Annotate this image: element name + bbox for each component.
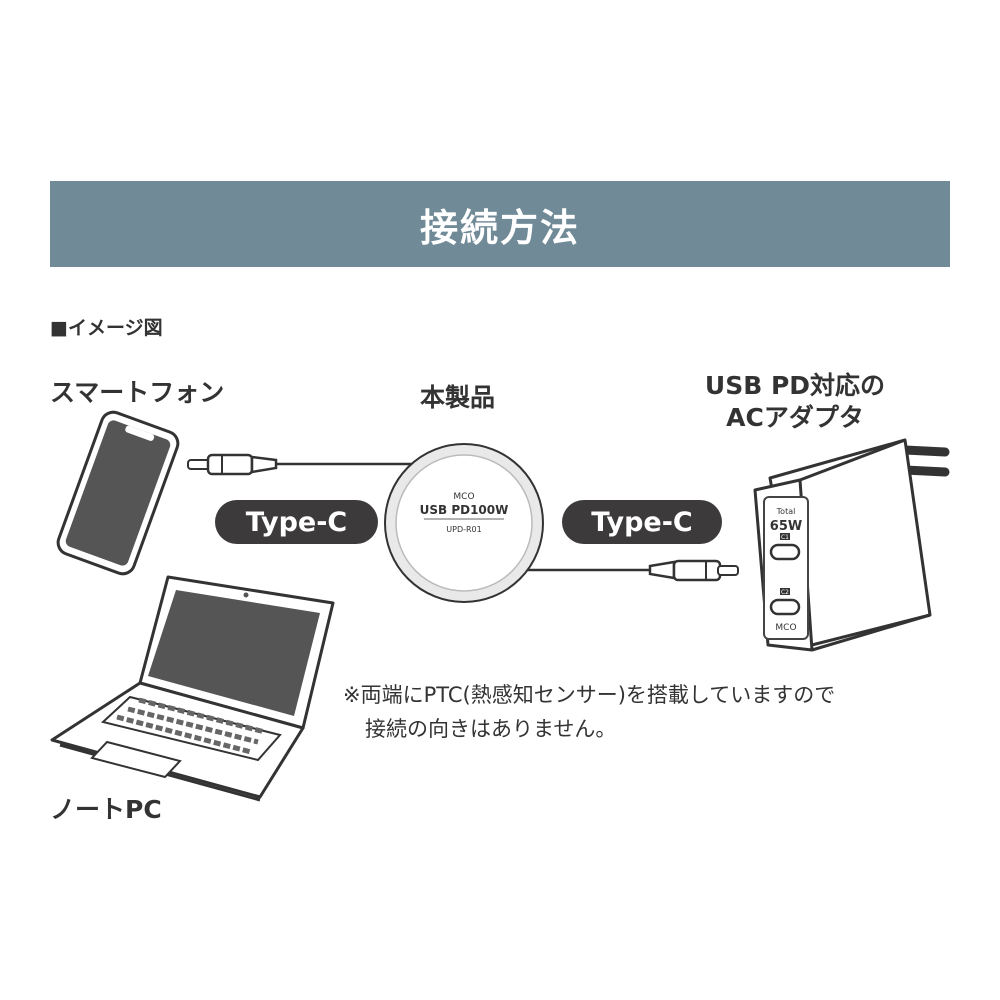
laptop-icon [50,575,335,802]
product-disc-icon [384,443,544,603]
page-title: 接続方法 [419,205,580,250]
product-model-text: USB PD100W [420,503,509,517]
adapter-port2-label: C2 [781,589,789,596]
note-line2: 接続の向きはありません。 [365,717,617,741]
usb-c-plug-left-icon [187,453,278,476]
product-part-number: UPD-R01 [446,525,481,534]
section-label: ■イメージ図 [50,317,163,339]
connector-label-right: Type-C [562,500,722,544]
adapter-port1-label: C1 [781,534,789,541]
note-line1: ※両端にPTC(熱感知センサー)を搭載していますので [343,683,836,707]
connector-label-left: Type-C [215,500,378,544]
note-text: ※両端にPTC(熱感知センサー)を搭載していますので 接続の向きはありません。 [343,678,963,746]
label-adapter: USB PD対応の ACアダプタ [690,370,900,434]
usb-c-plug-right-icon [648,559,739,582]
smartphone-icon [56,410,180,576]
header-banner: 接続方法 [50,181,950,267]
label-smartphone: スマートフォン [50,378,225,407]
label-laptop: ノートPC [50,795,162,824]
adapter-brand: MCO [775,623,796,633]
product-brand: MCO [453,492,474,502]
adapter-power: 65W [770,519,802,534]
adapter-total-label: Total [776,507,796,516]
label-product: 本製品 [420,383,496,412]
label-adapter-line2: ACアダプタ [726,403,864,432]
ac-adapter-icon [753,438,950,652]
label-adapter-line1: USB PD対応の [704,371,886,400]
